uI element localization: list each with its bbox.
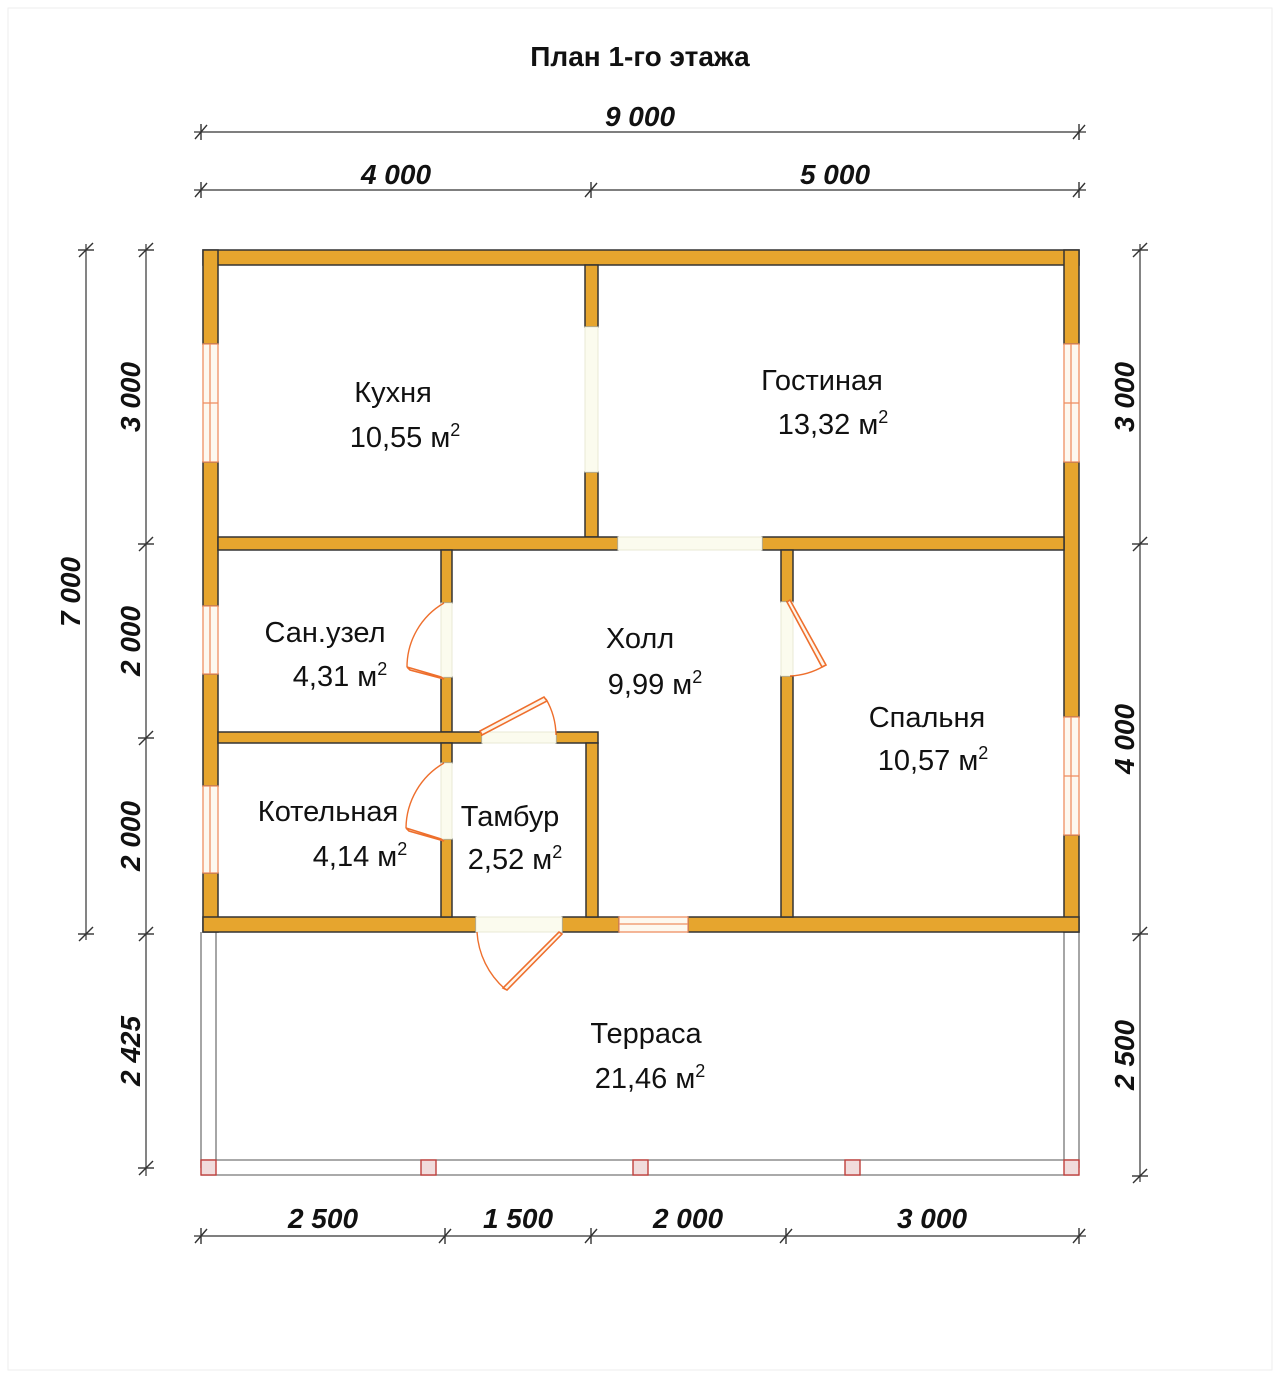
wall-vestibule-hall (585, 742, 599, 918)
room-bedroom: Спальня 10,57 м2 (869, 702, 989, 777)
windows (202, 343, 1080, 933)
door-entrance (475, 916, 564, 991)
dim-top-total: 9 000 (605, 101, 675, 132)
wall-hall-bedroom (780, 675, 794, 918)
room-vestibule-area: 2,52 м2 (468, 842, 562, 876)
dimension-left: 7 000 3 000 2 000 2 000 2 425 (55, 242, 154, 1176)
room-kitchen-area: 10,55 м2 (350, 420, 461, 454)
room-living-area: 13,32 м2 (778, 407, 889, 441)
room-terrace-area: 21,46 м2 (595, 1061, 706, 1095)
room-bathroom-name: Сан.узел (264, 617, 385, 649)
window-hall (618, 916, 689, 933)
room-bathroom-area: 4,31 м2 (293, 659, 387, 693)
room-vestibule-name: Тамбур (461, 801, 559, 833)
wall-outer-right (1063, 249, 1080, 345)
door-vestibule-hall (478, 695, 557, 737)
wall-horizontal-mid (217, 536, 619, 551)
dim-bottom-2: 1 500 (483, 1203, 553, 1234)
dim-bottom-3: 2 000 (652, 1203, 723, 1234)
room-kitchen-name: Кухня (354, 377, 432, 409)
room-kitchen: Кухня 10,55 м2 (350, 377, 461, 454)
opening-kitchen-living (584, 326, 599, 473)
window-boiler (202, 785, 219, 874)
room-boiler-area: 4,14 м2 (313, 839, 407, 873)
room-bedroom-area: 10,57 м2 (878, 743, 989, 777)
dim-left-1: 3 000 (115, 362, 146, 432)
opening-vestibule-hall (481, 731, 557, 744)
dim-left-total: 7 000 (55, 557, 86, 627)
wall-outer-bottom (561, 916, 620, 933)
wall-horizontal-mid (761, 536, 1065, 551)
dim-right-2: 4 000 (1109, 704, 1140, 775)
room-bedroom-name: Спальня (869, 702, 986, 734)
room-boiler: Котельная 4,14 м2 (258, 796, 407, 873)
wall-outer-bottom (202, 916, 477, 933)
terrace-outline (200, 932, 1080, 1176)
room-living: Гостиная 13,32 м2 (761, 365, 888, 441)
wall-kitchen-living (584, 471, 599, 538)
wall-kitchen-living (584, 264, 599, 328)
opening-living-hall (617, 536, 763, 551)
wall-outer-bottom (687, 916, 1080, 933)
plan-title: План 1-го этажа (530, 41, 750, 72)
wall-boiler-vestibule (440, 838, 453, 918)
terrace-post (420, 1159, 437, 1176)
wall-bath-boiler (217, 731, 483, 744)
wall-outer-left (202, 461, 219, 607)
dim-left-4: 2 425 (115, 1016, 146, 1087)
room-terrace: Терраса 21,46 м2 (590, 1018, 705, 1095)
terrace-post (1063, 1159, 1080, 1176)
dimension-top: 9 000 4 000 5 000 (194, 101, 1086, 198)
door-boiler (405, 762, 453, 842)
window-kitchen (202, 343, 219, 463)
door-bathroom (406, 602, 453, 680)
dim-left-2: 2 000 (115, 606, 146, 677)
wall-outer-left (202, 673, 219, 787)
terrace-post (844, 1159, 861, 1176)
wall-bath-hall (440, 676, 453, 733)
wall-vestibule-top (555, 731, 599, 744)
wall-hall-bedroom (780, 549, 794, 603)
dimension-right: 3 000 4 000 2 500 (1109, 242, 1148, 1184)
openings (481, 326, 763, 744)
room-hall: Холл 9,99 м2 (606, 623, 702, 701)
room-living-name: Гостиная (761, 365, 883, 397)
wall-bath-hall (440, 549, 453, 604)
room-hall-name: Холл (606, 623, 674, 655)
wall-boiler-vestibule (440, 742, 453, 764)
terrace-post (200, 1159, 217, 1176)
door-bedroom (780, 598, 828, 677)
room-vestibule: Тамбур 2,52 м2 (461, 801, 562, 876)
room-hall-area: 9,99 м2 (608, 667, 702, 701)
dim-top-right: 5 000 (800, 159, 870, 190)
dim-left-3: 2 000 (115, 801, 146, 872)
window-bathroom (202, 605, 219, 675)
room-terrace-name: Терраса (590, 1018, 702, 1050)
dimension-bottom: 2 500 1 500 2 000 3 000 (194, 1203, 1086, 1244)
doors (405, 598, 828, 991)
wall-outer-top (202, 249, 1080, 266)
dim-top-left: 4 000 (360, 159, 431, 190)
dim-bottom-4: 3 000 (897, 1203, 967, 1234)
room-bathroom: Сан.узел 4,31 м2 (264, 617, 387, 693)
window-living (1063, 343, 1080, 463)
dim-right-1: 3 000 (1109, 362, 1140, 432)
room-boiler-name: Котельная (258, 796, 398, 828)
walls (202, 249, 1080, 933)
wall-outer-right (1063, 461, 1080, 718)
dim-right-3: 2 500 (1109, 1020, 1140, 1091)
window-bedroom (1063, 716, 1080, 836)
wall-outer-left (202, 249, 219, 345)
terrace-post (632, 1159, 649, 1176)
dim-bottom-1: 2 500 (287, 1203, 358, 1234)
